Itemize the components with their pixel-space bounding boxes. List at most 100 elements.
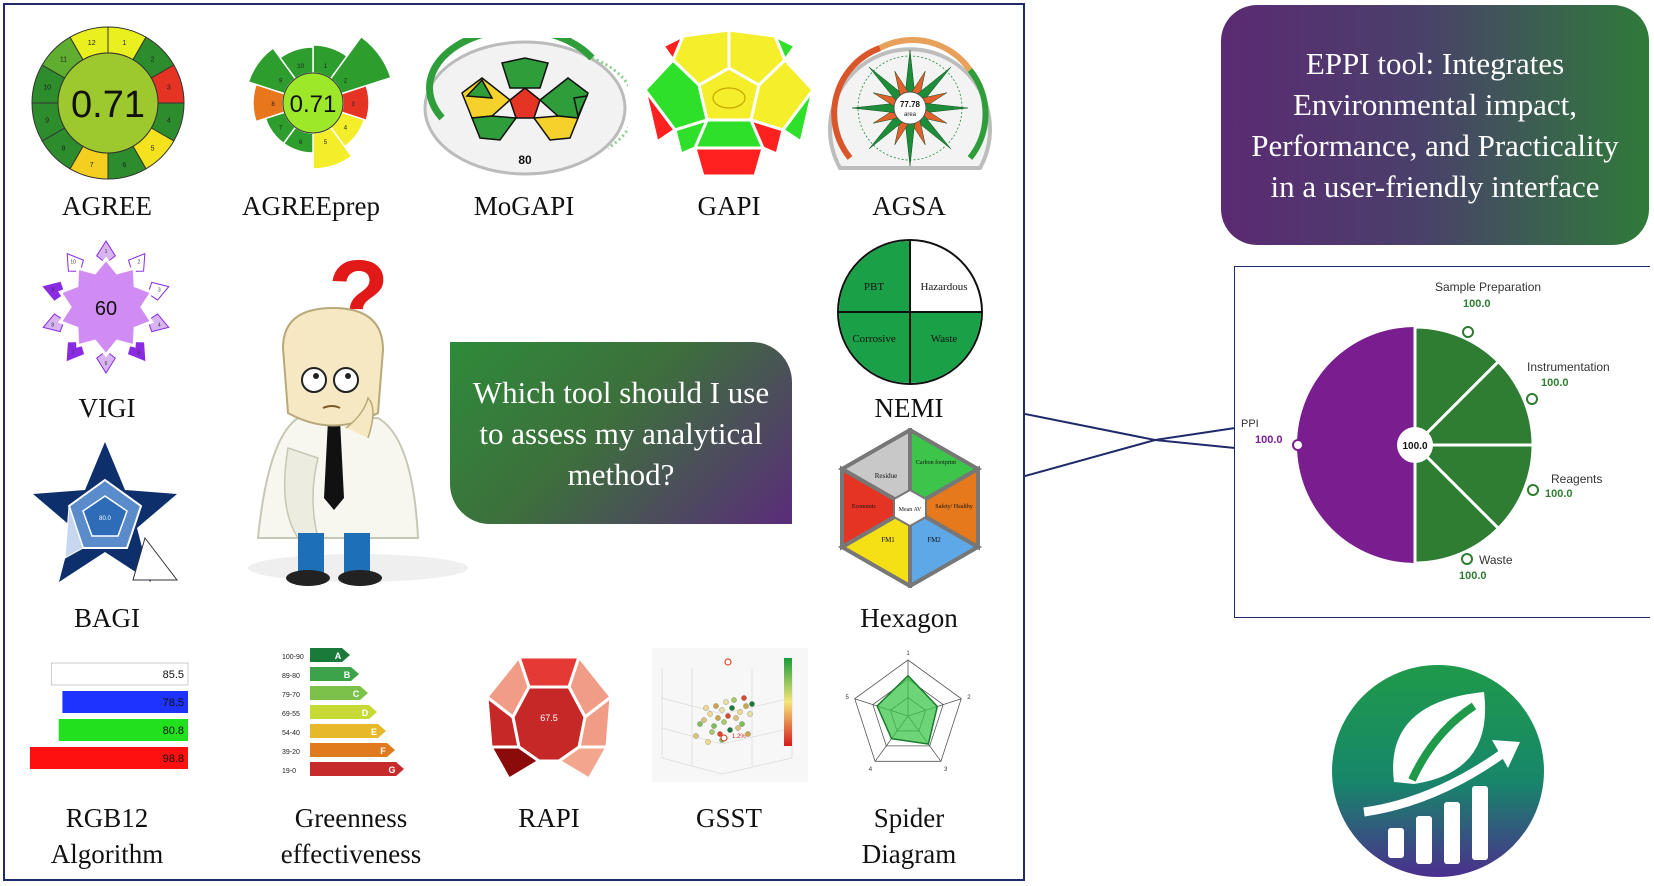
eppi-waste-value: 100.0 xyxy=(1459,570,1487,582)
nemi-quadrant-hazardous: Hazardous xyxy=(920,281,967,293)
vigi-segment-label: 2 xyxy=(138,260,141,266)
eppi-chart: 100.0 PPI 100.0 Sample Preparation 100.0… xyxy=(1241,280,1610,582)
bar-chart-icon xyxy=(1388,786,1488,864)
eppi-waste-label: Waste xyxy=(1479,553,1513,567)
agree-segment-label: 4 xyxy=(167,117,171,124)
greenness-range-label: 19-0 xyxy=(282,768,296,775)
agree-segment-label: 3 xyxy=(167,85,171,92)
eppi-ppi-sector xyxy=(1297,327,1415,563)
bagi-score: 80.0 xyxy=(99,516,111,522)
rgb12-bar xyxy=(58,719,188,741)
greenness-range-label: 79-70 xyxy=(282,692,300,699)
agree-score: 0.71 xyxy=(71,84,145,126)
agree-segment-label: 2 xyxy=(151,56,155,63)
hexagon-sector-carbon: Carbon footprint xyxy=(916,459,956,466)
agree-label: AGREE xyxy=(62,191,152,221)
gsst-point xyxy=(724,658,732,666)
agreeprep-segment-label: 8 xyxy=(271,102,275,108)
vigi-segment-label: 6 xyxy=(105,361,108,367)
greenness-range-label: 39-20 xyxy=(282,749,300,756)
greenness-grade: G xyxy=(388,765,395,775)
gsst-point xyxy=(719,707,725,713)
agree-segment-label: 7 xyxy=(90,162,94,169)
vigi-segment-label: 9 xyxy=(51,288,54,294)
agreeprep-segment-label: 9 xyxy=(279,78,283,84)
vigi-label: VIGI xyxy=(78,393,136,423)
greenness-grade: C xyxy=(353,689,360,699)
gsst-point xyxy=(717,731,723,737)
spider-grid-ring xyxy=(854,659,962,762)
gsst-chart: 1.2% xyxy=(652,648,808,782)
agreeprep-segment-label: 7 xyxy=(279,126,283,132)
agsa-unit: area xyxy=(904,112,917,118)
greenness-grade: A xyxy=(335,651,342,661)
agreeprep-segment-label: 1 xyxy=(324,64,328,70)
greenness-label-line1: Greenness xyxy=(294,803,408,833)
greenness-grade: B xyxy=(344,670,351,680)
gsst-point xyxy=(715,715,721,721)
gsst-point xyxy=(705,739,711,745)
thinking-man-illustration: ? xyxy=(248,240,468,586)
agree-segment-label: 6 xyxy=(122,162,126,169)
agreeprep-segment-label: 5 xyxy=(324,140,328,146)
bagi-chart: 80.0 xyxy=(33,442,179,582)
eppi-green-sector xyxy=(1413,325,1501,449)
eppi-ppi-value: 100.0 xyxy=(1255,434,1283,446)
eppi-sample-prep-value: 100.0 xyxy=(1463,298,1491,310)
gsst-point xyxy=(729,705,735,711)
greenness-bar xyxy=(310,743,395,757)
greenness-bar xyxy=(310,724,386,738)
gsst-point xyxy=(711,723,717,729)
nemi-quadrant-pbt: PBT xyxy=(864,281,884,293)
gapi-label: GAPI xyxy=(697,191,761,221)
greenness-range-label: 54-40 xyxy=(282,730,300,737)
spider-axis-label: 2 xyxy=(967,695,971,701)
nemi-label: NEMI xyxy=(874,393,944,423)
eppi-reagents-value: 100.0 xyxy=(1545,488,1573,500)
gsst-point xyxy=(713,703,719,709)
nemi-quadrant-corrosive: Corrosive xyxy=(852,333,896,345)
eppi-ppi-marker xyxy=(1292,439,1304,451)
hexagon-sector-fm1: FM1 xyxy=(881,536,895,544)
vigi-segment-label: 7 xyxy=(72,350,75,356)
gsst-point xyxy=(739,721,745,727)
gsst-point xyxy=(747,711,753,717)
greenness-bar xyxy=(310,686,368,700)
mogapi-chart: 80 xyxy=(423,38,628,176)
vigi-segment-label: 1 xyxy=(105,249,108,255)
rgb12-bar xyxy=(50,662,189,686)
eppi-sample-prep-marker xyxy=(1462,326,1474,338)
eppi-ppi-label: PPI xyxy=(1241,418,1259,430)
agree-segment-label: 10 xyxy=(43,85,51,92)
gsst-point xyxy=(721,719,727,725)
vigi-score: 60 xyxy=(95,298,117,320)
greenness-bar xyxy=(310,667,359,681)
tools-frame xyxy=(3,3,1025,881)
eppi-logo xyxy=(1332,665,1544,877)
gsst-point xyxy=(749,701,755,707)
question-bubble: Which tool should I use to assess my ana… xyxy=(450,342,792,524)
greenness-range-label: 89-80 xyxy=(282,673,300,680)
gsst-label: GSST xyxy=(695,803,763,833)
gsst-point xyxy=(703,705,709,711)
agreeprep-segment-label: 2 xyxy=(344,78,348,84)
spider-axis-label: 4 xyxy=(869,767,873,773)
greenness-range-label: 69-55 xyxy=(282,711,300,718)
eppi-chart-panel: 100.0 PPI 100.0 Sample Preparation 100.0… xyxy=(1234,266,1650,618)
rgb12-bar-value: 78.5 xyxy=(163,697,184,709)
vigi-segment-label: 4 xyxy=(158,322,161,328)
rgb12-bar-value: 80.8 xyxy=(163,725,184,737)
greenness-label-line2: effectiveness xyxy=(280,839,422,869)
nemi-quadrant-waste: Waste xyxy=(931,333,958,345)
agreeprep-segment-label: 6 xyxy=(299,140,303,146)
spider-axis-label: 5 xyxy=(845,695,849,701)
spider-grid-ring xyxy=(872,678,944,747)
gsst-point xyxy=(743,703,749,709)
gsst-point xyxy=(701,717,707,723)
eppi-instrumentation-label: Instrumentation xyxy=(1527,360,1610,374)
gsst-point xyxy=(723,699,729,705)
hexagon-sector-fm2: FM2 xyxy=(927,536,941,544)
agreeprep-score: 0.71 xyxy=(290,91,337,118)
